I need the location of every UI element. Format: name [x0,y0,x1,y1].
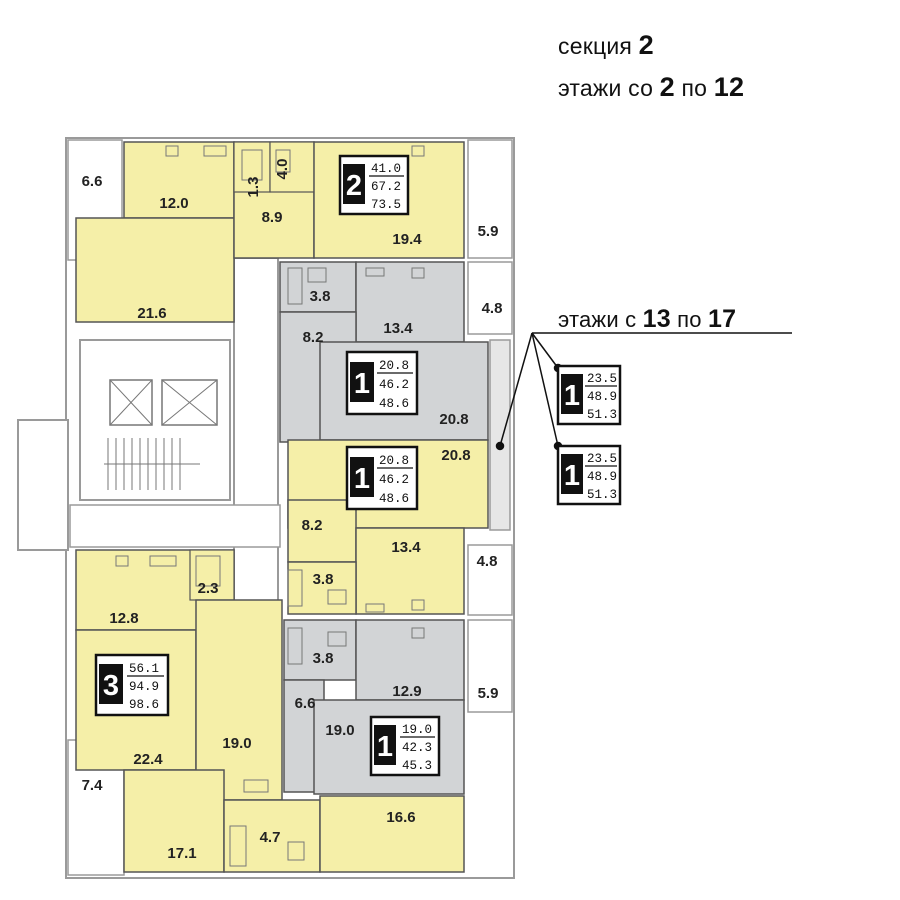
room-label: 17.1 [167,845,196,862]
badge-total-area: 46.2 [379,378,409,392]
callout-from: 13 [642,305,671,333]
badge-rooms: 3 [103,670,119,702]
room-label: 2.3 [198,580,219,597]
apartment-badge: 1 20.8 46.2 48.6 [345,445,419,511]
badge-total-area: 42.3 [402,741,432,755]
badge-area-with-balcony: 45.3 [402,759,432,773]
room-label: 3.8 [310,288,331,305]
badge-living-area: 20.8 [379,359,409,373]
room-label: 3.8 [313,650,334,667]
room-label: 13.4 [391,539,421,556]
floors-label: этажи со [558,75,654,101]
room-label: 12.8 [109,610,138,627]
room-label: 8.2 [302,517,323,534]
section-label: секция [558,33,633,59]
room-label: 20.8 [439,411,468,428]
room-labels: 6.6 12.0 1.3 4.0 8.9 19.4 5.9 21.6 3.8 4… [82,159,503,862]
room-label: 12.0 [159,195,188,212]
fixtures [115,145,425,867]
room-label: 4.8 [482,300,503,317]
floors-title: этажи со 2 по 12 [558,72,744,103]
apartment-badge: 1 23.5 48.9 51.3 [556,364,622,426]
badge-rooms: 1 [354,463,370,495]
badge-total-area: 46.2 [379,473,409,487]
room-label: 12.9 [392,683,421,700]
section-title: секция 2 [558,30,654,61]
section-value: 2 [638,30,654,60]
callout-to-label: по [677,307,702,332]
badge-area-with-balcony: 51.3 [587,488,617,502]
room-label: 21.6 [137,305,166,322]
badge-total-area: 48.9 [587,390,617,404]
badge-area-with-balcony: 48.6 [379,492,409,506]
callout-lines [495,332,792,451]
badge-area-with-balcony: 73.5 [371,198,401,212]
room-label: 4.0 [274,159,291,180]
badge-rooms: 1 [564,460,580,492]
room-label: 22.4 [133,751,163,768]
badge-rooms: 1 [354,368,370,400]
badge-total-area: 94.9 [129,680,159,694]
apartment-badge: 1 23.5 48.9 51.3 [556,444,622,506]
apartment-badges: 2 41.0 67.2 73.5 1 20.8 46.2 48.6 1 20.8… [94,154,622,777]
callout-title: этажи с 13 по 17 [558,305,736,334]
apartment-badge: 1 19.0 42.3 45.3 [369,715,441,777]
room-label: 19.0 [222,735,251,752]
badge-rooms: 2 [346,170,362,202]
room-label: 6.6 [82,173,103,190]
callout-label: этажи с [558,307,637,332]
room-label: 5.9 [478,685,499,702]
room-label: 4.7 [260,829,281,846]
badge-area-with-balcony: 98.6 [129,698,159,712]
badge-rooms: 1 [377,731,393,763]
room-label: 19.0 [325,722,354,739]
floors-from: 2 [659,72,675,102]
room-label: 3.8 [313,571,334,588]
room-label: 6.6 [295,695,316,712]
room-label: 7.4 [82,777,104,794]
room-label: 5.9 [478,223,499,240]
badge-living-area: 41.0 [371,162,401,176]
apartment-badge: 3 56.1 94.9 98.6 [94,653,170,717]
room-label: 4.8 [477,553,498,570]
badge-living-area: 20.8 [379,454,409,468]
badge-rooms: 1 [564,380,580,412]
room-label: 16.6 [386,809,415,826]
badge-living-area: 19.0 [402,723,432,737]
room-label: 20.8 [441,447,470,464]
badge-living-area: 56.1 [129,662,159,676]
badge-area-with-balcony: 51.3 [587,408,617,422]
badge-total-area: 48.9 [587,470,617,484]
room-label: 8.2 [303,329,324,346]
room-label: 8.9 [262,209,283,226]
floors-to: 12 [713,72,745,102]
badge-total-area: 67.2 [371,180,401,194]
apartment-badge: 2 41.0 67.2 73.5 [338,154,410,216]
callout-to: 17 [708,305,737,333]
badge-area-with-balcony: 48.6 [379,397,409,411]
apartment-badge: 1 20.8 46.2 48.6 [345,350,419,416]
room-label: 13.4 [383,320,413,337]
badge-living-area: 23.5 [587,372,617,386]
floors-to-label: по [681,75,708,101]
badge-living-area: 23.5 [587,452,617,466]
room-label: 19.4 [392,231,422,248]
room-label: 1.3 [245,177,262,198]
